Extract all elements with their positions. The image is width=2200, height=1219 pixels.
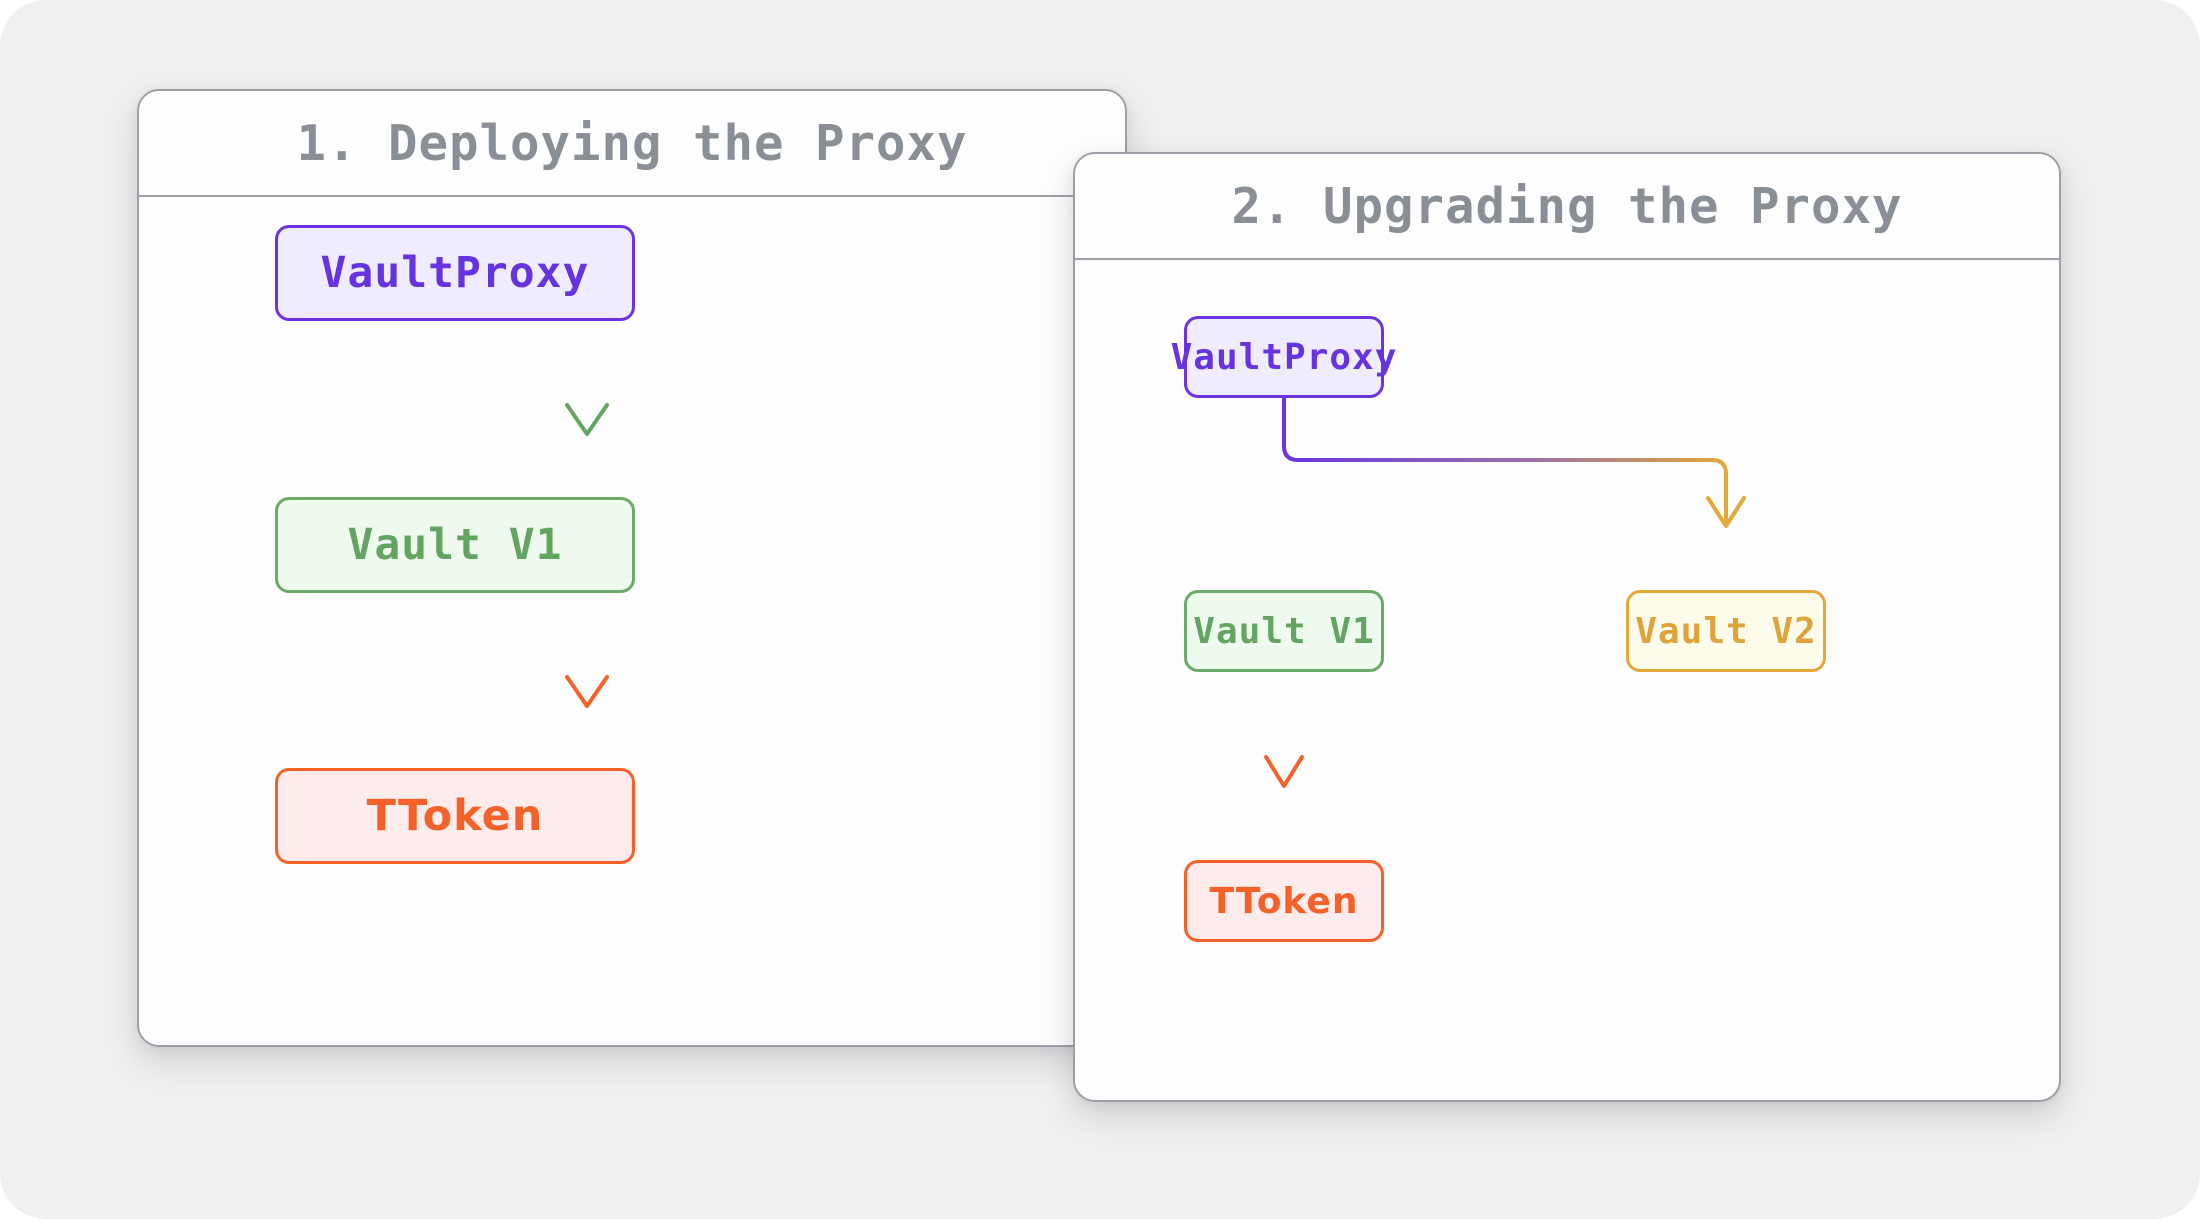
panel-deploying-the-proxy: 1. Deploying the Proxy (137, 89, 1127, 1047)
node-vaultproxy[interactable]: VaultProxy (275, 225, 635, 321)
node-label-vault-v1: Vault V1 (347, 520, 563, 570)
edge-vaultv1-to-ttoken-2 (1264, 673, 1304, 788)
node-ttoken[interactable]: TToken (275, 768, 635, 864)
node-label-ttoken: TToken (366, 791, 544, 841)
node-label-vaultproxy-2: VaultProxy (1170, 336, 1398, 378)
node-vault-v1[interactable]: Vault V1 (275, 497, 635, 593)
panel-body-deploying: VaultProxy Vault V1 TToken (139, 197, 1125, 1045)
panel-header-deploying: 1. Deploying the Proxy (139, 91, 1125, 197)
panel-upgrading-the-proxy: 2. Upgrading the Proxy (1073, 152, 2061, 1102)
node-label-ttoken-2: TToken (1209, 880, 1359, 922)
node-vault-v1-2[interactable]: Vault V1 (1184, 590, 1384, 672)
edge-layer-deploying (565, 320, 609, 708)
node-label-vault-v1-2: Vault V1 (1193, 610, 1375, 652)
node-vaultproxy-2[interactable]: VaultProxy (1171, 316, 1396, 398)
panel-header-upgrading: 2. Upgrading the Proxy (1075, 154, 2059, 260)
panel-title-upgrading: 2. Upgrading the Proxy (1231, 177, 1903, 235)
panel-title-deploying: 1. Deploying the Proxy (296, 114, 968, 172)
panel-body-upgrading: VaultProxy Vault V1 Vault V2 TToken (1075, 260, 2059, 1100)
node-label-vaultproxy: VaultProxy (320, 248, 590, 298)
node-label-vault-v2: Vault V2 (1635, 610, 1817, 652)
node-vault-v2[interactable]: Vault V2 (1626, 590, 1826, 672)
edge-vaultproxy-to-vaultv2 (1282, 397, 1746, 528)
edge-vaultv1-to-ttoken (565, 592, 609, 708)
edge-vaultproxy-to-vaultv1 (565, 320, 609, 436)
node-ttoken-2[interactable]: TToken (1184, 860, 1384, 942)
